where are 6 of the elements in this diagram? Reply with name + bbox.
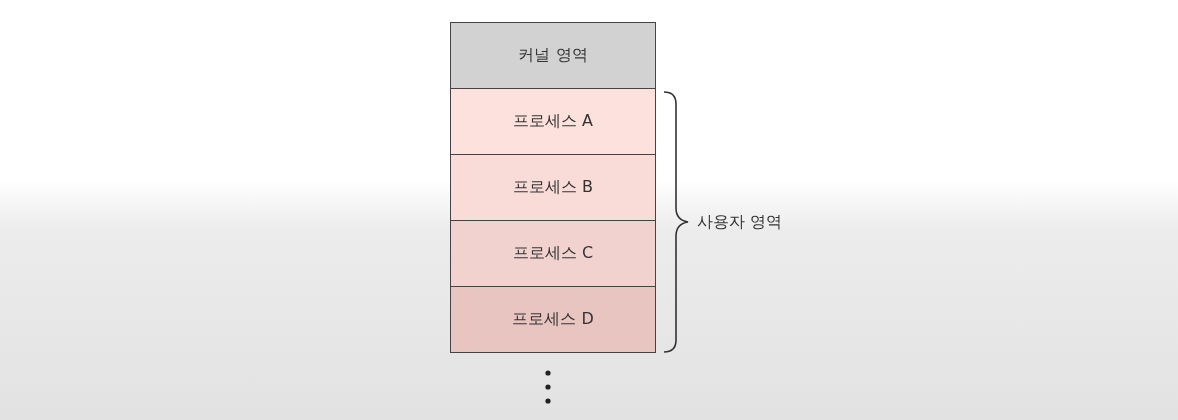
memory-region-box: 커널 영역 — [450, 22, 656, 89]
process-region-box: 프로세스 A — [450, 88, 656, 155]
region-label: 사용자 영역 — [697, 212, 783, 233]
process-region-box: 프로세스 D — [450, 286, 656, 353]
process-region-box: 프로세스 B — [450, 154, 656, 221]
process-region-box: 프로세스 C — [450, 220, 656, 287]
